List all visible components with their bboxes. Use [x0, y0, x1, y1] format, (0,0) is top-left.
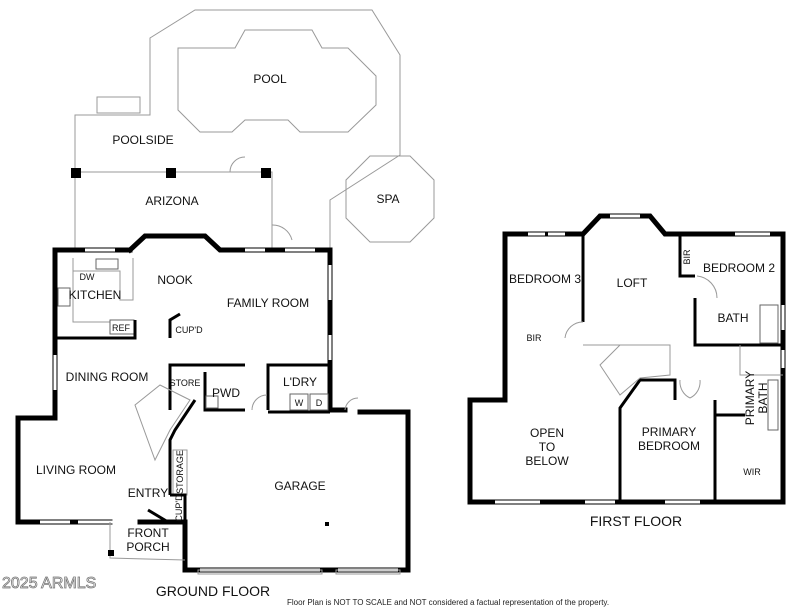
nook-label: NOOK: [157, 273, 192, 287]
bedroom3-label: BEDROOM 3: [509, 272, 581, 286]
wir-label: WIR: [743, 467, 761, 477]
arizona-label: ARIZONA: [145, 194, 198, 208]
ground-floor: POOL POOLSIDE SPA ARIZONA NOOK KITCHEN D…: [15, 9, 435, 599]
open-to-below-label: BELOW: [525, 454, 569, 468]
pool-label: POOL: [253, 72, 287, 86]
column: [71, 168, 81, 178]
powder-room-label: PWD: [212, 386, 240, 400]
store-label: STORE: [170, 378, 201, 388]
pool-step: [96, 96, 141, 114]
pool: [177, 29, 377, 133]
primary-bath-label: BATH: [756, 382, 770, 413]
entry-label: ENTRY: [128, 486, 168, 500]
bir-bedroom2-label: BIR: [682, 249, 692, 265]
column: [166, 168, 176, 178]
spa: [345, 155, 435, 243]
first-floor: BEDROOM 3 BIR LOFT BIR BEDROOM 2 BATH OP…: [467, 213, 786, 529]
open-to-below-label: OPEN: [530, 426, 564, 440]
dryer-label: D: [316, 398, 323, 408]
dishwasher-label: DW: [80, 272, 95, 282]
pool-deck-outline: [74, 9, 401, 250]
front-porch-label: PORCH: [126, 540, 169, 554]
stairs-upper: [599, 344, 671, 396]
spa-label: SPA: [376, 192, 399, 206]
primary-bath-label: PRIMARY: [743, 371, 757, 425]
primary-bedroom-label: BEDROOM: [638, 439, 700, 453]
column: [261, 168, 271, 178]
watermark: 2025 ARMLS: [2, 575, 96, 592]
dining-room-label: DINING ROOM: [66, 370, 149, 384]
refrigerator-label: REF: [112, 323, 131, 333]
arizona-porch-outline: [75, 171, 273, 250]
family-room-label: FAMILY ROOM: [227, 296, 309, 310]
cupboard-label: CUP'D: [175, 325, 203, 335]
front-porch-label: FRONT: [127, 526, 169, 540]
bath-label: BATH: [717, 311, 748, 325]
bedroom2-label: BEDROOM 2: [703, 261, 775, 275]
living-room-label: LIVING ROOM: [36, 463, 116, 477]
stairs: [134, 384, 191, 462]
primary-bedroom-label: PRIMARY: [642, 425, 696, 439]
kitchen-label: KITCHEN: [69, 288, 122, 302]
garage-label: GARAGE: [274, 479, 325, 493]
disclaimer: Floor Plan is NOT TO SCALE and NOT consi…: [287, 598, 609, 607]
loft-label: LOFT: [617, 276, 648, 290]
cupboard-entry-label: CUP'D: [174, 494, 184, 522]
ground-floor-title: GROUND FLOOR: [156, 583, 270, 599]
poolside-label: POOLSIDE: [112, 133, 173, 147]
first-floor-title: FIRST FLOOR: [590, 513, 682, 529]
washer-label: W: [295, 398, 304, 408]
open-to-below-label: TO: [539, 440, 555, 454]
exterior-wall: [15, 247, 133, 525]
storage-label: STORAGE: [175, 450, 185, 494]
laundry-label: L'DRY: [283, 375, 317, 389]
bir-label: BIR: [526, 333, 542, 343]
